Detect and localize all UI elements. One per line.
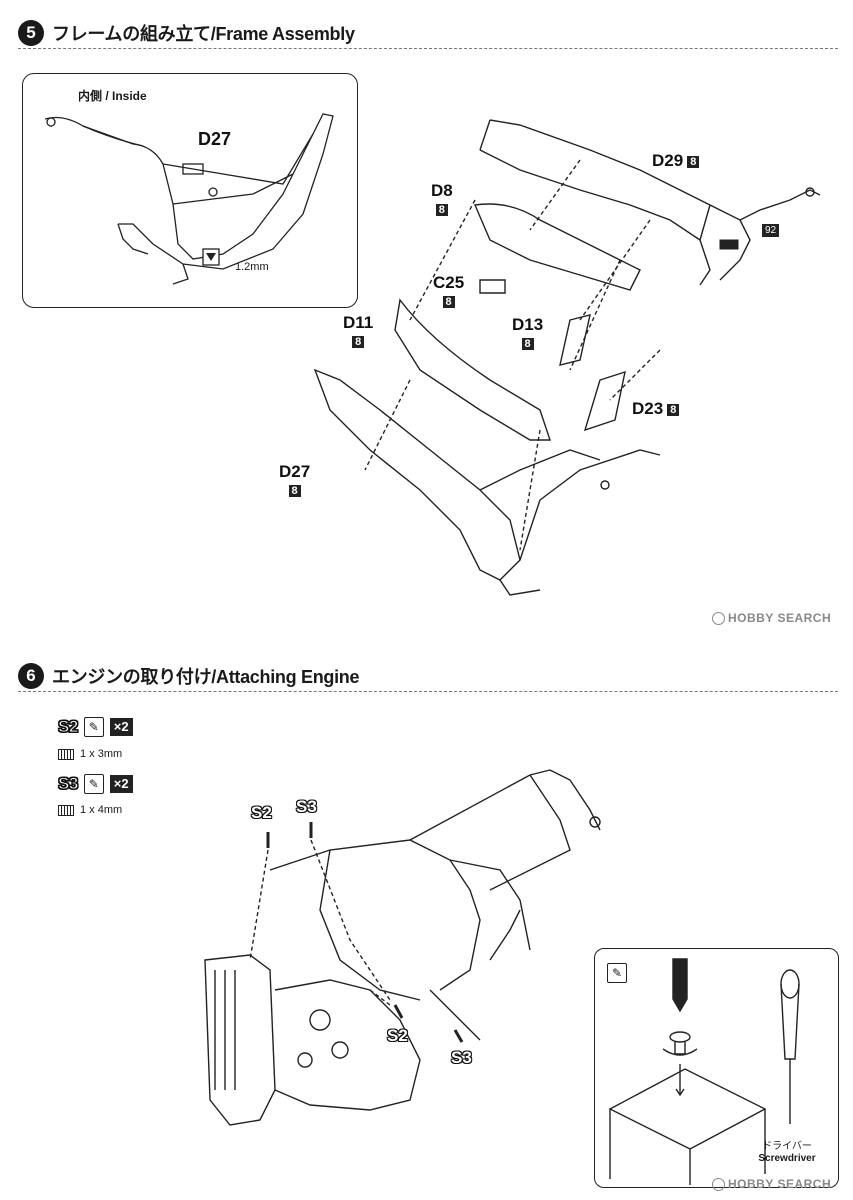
screw-s3-qty: ×2 — [109, 775, 133, 793]
watermark-top-text: HOBBY SEARCH — [728, 611, 832, 625]
screwdriver-icon: ✎ — [83, 717, 104, 737]
screwdriver-label-jp: ドライバー — [762, 1141, 812, 1152]
part-d8-code: D8 — [431, 181, 453, 200]
part-d8: D8 8 — [431, 182, 453, 216]
part-c25-code: C25 — [433, 273, 465, 292]
part-c25: C25 8 — [433, 274, 464, 308]
screw-s2-row: S2 ✎ ×2 — [58, 717, 133, 737]
screw-s3-size: 1 x 4mm — [80, 804, 123, 816]
screw-s2-size-row: 1 x 3mm — [58, 748, 122, 760]
step5-number: 5 — [18, 20, 44, 46]
screwdriver-diagram — [608, 958, 800, 1185]
inside-inset: 内側 / Inside D27 1.2mm — [22, 73, 358, 308]
callout-top-s2: S2 — [251, 803, 272, 822]
callout-bottom-s2: S2 — [387, 1026, 408, 1045]
callout-bottom-s3: S3 — [451, 1048, 472, 1067]
inset-label: 内側 / Inside — [78, 89, 147, 103]
screwdriver-inset: ✎ ドライバー Screwdriver — [594, 948, 839, 1188]
watermark-logo-icon — [712, 1177, 725, 1191]
screw-s2-qty: ×2 — [109, 718, 133, 736]
part-d13: D13 8 — [512, 316, 543, 350]
part-d11-code: D11 — [343, 313, 374, 332]
part-d11: D11 8 — [343, 314, 373, 348]
part-d11-badge: 8 — [352, 336, 365, 348]
screw-s3-size-row: 1 x 4mm — [58, 804, 122, 816]
part-d13-code: D13 — [512, 315, 544, 334]
screw-s2-size: 1 x 3mm — [80, 748, 123, 760]
watermark-bottom-text: HOBBY SEARCH — [728, 1177, 832, 1191]
screwdriver-label: ドライバー Screwdriver — [757, 1141, 817, 1165]
step5-title: フレームの組み立て/Frame Assembly — [52, 24, 355, 44]
engine-assembly-drawing — [204, 769, 601, 1126]
step6-header: 6 エンジンの取り付け/Attaching Engine — [18, 661, 838, 692]
part-d13-badge: 8 — [521, 338, 534, 350]
drill-bit-icon — [202, 248, 220, 266]
drill-size-label: 1.2mm — [235, 261, 269, 273]
part-d23-badge: 8 — [667, 403, 680, 416]
part-d27-badge: 8 — [288, 485, 301, 497]
part-d23-code: D23 — [632, 399, 664, 418]
screw-s2-code: S2 — [58, 717, 79, 737]
callout-top-s3: S3 — [296, 797, 317, 816]
screw-s3-row: S3 ✎ ×2 — [58, 774, 133, 794]
step5-header: 5 フレームの組み立て/Frame Assembly — [18, 18, 838, 49]
part-c25-badge: 8 — [442, 296, 455, 308]
part-d27-code: D27 — [279, 462, 311, 481]
screwdriver-icon: ✎ — [83, 774, 104, 794]
part-d8-badge: 8 — [435, 204, 448, 216]
decal-badge-92: 92 — [762, 224, 780, 237]
part-d27: D27 8 — [279, 463, 310, 497]
watermark-bottom: HOBBY SEARCH — [712, 1177, 831, 1191]
part-d29-badge: 8 — [687, 155, 700, 168]
inset-frame-drawing — [44, 113, 334, 285]
screwdriver-icon: ✎ — [607, 963, 627, 983]
watermark-logo-icon — [712, 611, 725, 625]
frame-assembly-drawing — [313, 119, 821, 596]
part-d29-code: D29 — [652, 151, 684, 170]
screw-s3-code: S3 — [58, 774, 79, 794]
step6-title: エンジンの取り付け/Attaching Engine — [52, 667, 360, 687]
screwdriver-label-en: Screwdriver — [758, 1153, 816, 1164]
watermark-top: HOBBY SEARCH — [712, 611, 831, 625]
screw-icon — [58, 804, 74, 816]
inset-part-label: D27 — [198, 129, 232, 149]
screw-icon — [58, 748, 74, 760]
step6-number: 6 — [18, 663, 44, 689]
